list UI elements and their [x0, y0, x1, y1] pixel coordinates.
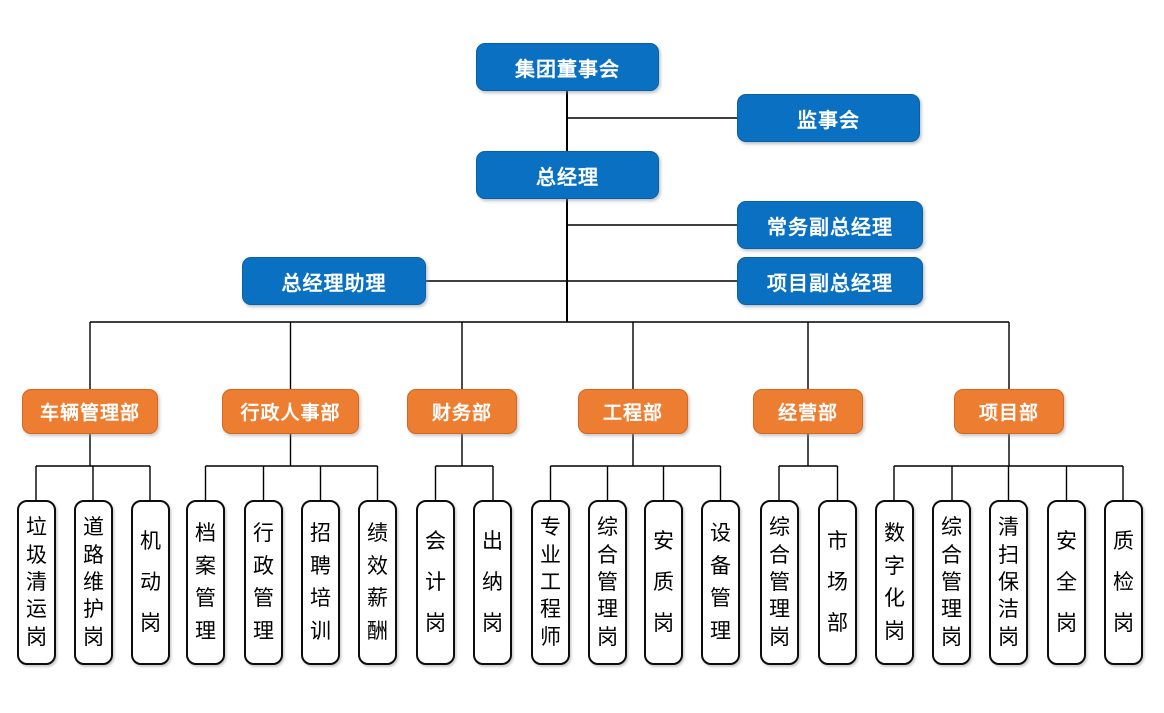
pos-label: 绩效薪酬	[367, 521, 388, 644]
pos-label: 综合管理岗	[941, 516, 962, 649]
dept-engineering: 工程部	[578, 389, 688, 434]
pos-label: 档案管理	[195, 521, 216, 644]
dept-label: 经营部	[777, 403, 838, 424]
node-label: 监事会	[797, 109, 860, 132]
node-project-deputy-gm: 项目副总经理	[737, 257, 923, 305]
pos-general-management-project: 综合管理岗	[932, 500, 971, 665]
pos-cleaning: 清扫保洁岗	[989, 500, 1028, 665]
pos-label: 数字化岗	[884, 521, 905, 644]
pos-professional-engineer: 专业工程师	[531, 500, 570, 665]
pos-label: 行政管理	[253, 521, 274, 644]
pos-label: 招聘培训	[310, 521, 331, 644]
node-general-manager: 总经理	[476, 151, 659, 199]
pos-road-maintenance: 道路维护岗	[74, 500, 113, 665]
pos-label: 设备管理	[710, 521, 731, 644]
pos-label: 专业工程师	[540, 516, 561, 649]
pos-label: 道路维护岗	[83, 516, 104, 649]
dept-label: 行政人事部	[240, 403, 341, 424]
node-label: 集团董事会	[515, 58, 620, 81]
pos-cashier: 出纳岗	[473, 500, 512, 665]
pos-label: 综合管理岗	[597, 516, 618, 649]
pos-market: 市场部	[818, 500, 857, 665]
dept-label: 财务部	[431, 403, 492, 424]
pos-label: 垃圾清运岗	[26, 516, 47, 649]
node-label: 总经理助理	[281, 272, 387, 295]
pos-digitalization: 数字化岗	[875, 500, 914, 665]
dept-vehicle-management: 车辆管理部	[22, 389, 158, 434]
pos-label: 综合管理岗	[769, 516, 790, 649]
pos-accountant: 会计岗	[416, 500, 455, 665]
pos-safety-quality: 安质岗	[644, 500, 683, 665]
pos-administration: 行政管理	[244, 500, 283, 665]
pos-safety: 安全岗	[1047, 500, 1086, 665]
node-board-of-directors: 集团董事会	[476, 43, 659, 91]
dept-operations: 经营部	[753, 389, 863, 434]
node-supervisory-board: 监事会	[737, 94, 920, 142]
pos-performance-compensation: 绩效薪酬	[358, 500, 397, 665]
pos-label: 机动岗	[140, 530, 161, 635]
pos-general-management-engineering: 综合管理岗	[588, 500, 627, 665]
pos-archives-management: 档案管理	[186, 500, 225, 665]
dept-project: 项目部	[954, 389, 1064, 434]
pos-label: 市场部	[827, 530, 848, 635]
pos-label: 安质岗	[653, 530, 674, 635]
pos-mobile-duty: 机动岗	[131, 500, 170, 665]
dept-label: 车辆管理部	[39, 403, 140, 424]
pos-garbage-removal: 垃圾清运岗	[17, 500, 56, 665]
pos-equipment-management: 设备管理	[701, 500, 740, 665]
pos-recruitment-training: 招聘培训	[301, 500, 340, 665]
pos-label: 清扫保洁岗	[998, 516, 1019, 649]
dept-label: 工程部	[602, 403, 663, 424]
pos-label: 会计岗	[425, 530, 446, 635]
dept-finance: 财务部	[407, 389, 517, 434]
dept-admin-hr: 行政人事部	[222, 389, 359, 434]
pos-quality-inspection: 质检岗	[1104, 500, 1143, 665]
pos-general-management-operations: 综合管理岗	[760, 500, 799, 665]
node-gm-assistant: 总经理助理	[242, 257, 426, 305]
pos-label: 质检岗	[1113, 530, 1134, 635]
node-label: 项目副总经理	[767, 272, 893, 295]
node-label: 总经理	[536, 166, 599, 189]
node-executive-deputy-gm: 常务副总经理	[737, 201, 923, 249]
pos-label: 出纳岗	[482, 530, 503, 635]
node-label: 常务副总经理	[767, 216, 893, 239]
pos-label: 安全岗	[1056, 530, 1077, 635]
dept-label: 项目部	[978, 403, 1039, 424]
